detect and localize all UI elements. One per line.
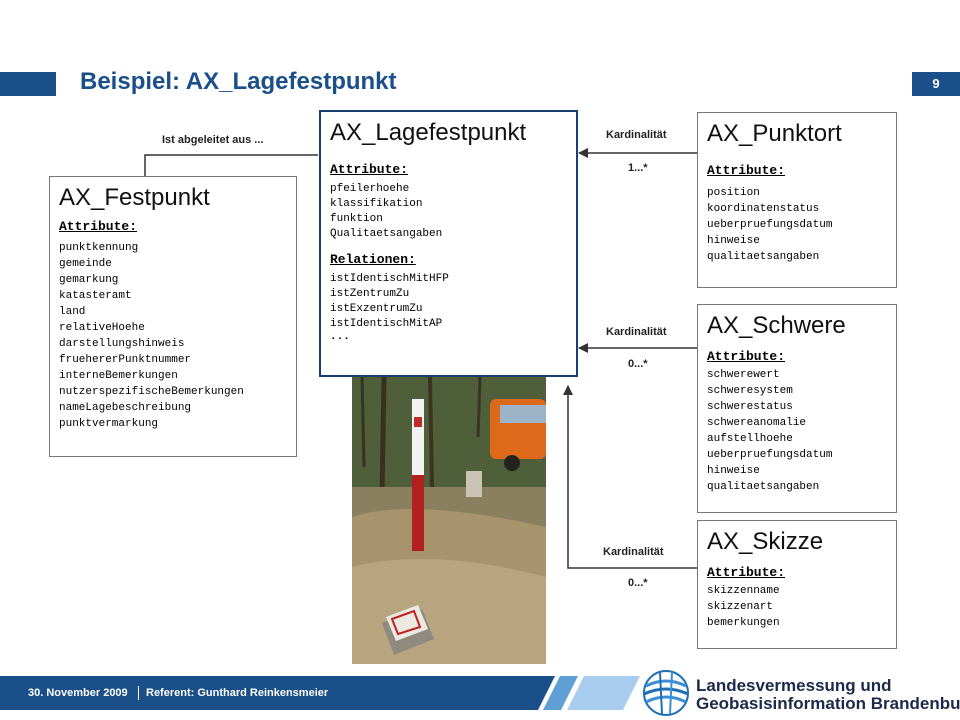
attribute-item: land bbox=[59, 306, 86, 318]
footer-date: 30. November 2009 bbox=[28, 687, 128, 699]
footer-band bbox=[0, 676, 640, 710]
footer-separator bbox=[138, 686, 139, 700]
relation-item: istIdentischMitHFP bbox=[330, 273, 449, 285]
punktort-class-box: AX_Punktort Attribute: position koordina… bbox=[697, 112, 897, 288]
relation-item: istIdentischMitAP bbox=[330, 318, 443, 330]
page-number: 9 bbox=[912, 72, 960, 96]
page-title: Beispiel: AX_Lagefestpunkt bbox=[80, 68, 397, 95]
attribute-item: Qualitaetsangaben bbox=[330, 228, 443, 240]
punktort-attribute-list: position koordinatenstatus ueberpruefung… bbox=[707, 185, 887, 265]
relation-item: istExzentrumZu bbox=[330, 303, 423, 315]
attribute-item: relativeHoehe bbox=[59, 322, 145, 334]
punktort-class-name: AX_Punktort bbox=[707, 120, 842, 147]
attribute-item: schwerestatus bbox=[707, 401, 793, 413]
schwere-cardinality-label: Kardinalität bbox=[606, 326, 667, 338]
festpunkt-class-box: AX_Festpunkt Attribute: punktkennung gem… bbox=[49, 176, 297, 457]
festpunkt-attribute-list: punktkennung gemeinde gemarkung kataster… bbox=[59, 240, 287, 432]
photo-illustration bbox=[352, 377, 546, 664]
attribute-item: bemerkungen bbox=[707, 617, 780, 629]
survey-point-photo bbox=[352, 377, 546, 664]
schwere-class-box: AX_Schwere Attribute: schwerewert schwer… bbox=[697, 304, 897, 513]
attribute-item: fruehererPunktnummer bbox=[59, 354, 192, 366]
schwere-cardinality-value: 0...* bbox=[628, 358, 648, 370]
festpunkt-attributes-heading: Attribute: bbox=[59, 219, 138, 234]
lagefestpunkt-class-name: AX_Lagefestpunkt bbox=[330, 119, 527, 146]
footer-referent: Referent: Gunthard Reinkensmeier bbox=[146, 687, 329, 699]
attribute-item: interneBemerkungen bbox=[59, 370, 178, 382]
attribute-item: nutzerspezifischeBemerkungen bbox=[59, 386, 244, 398]
organisation-name-line2: Geobasisinformation Brandenburg bbox=[696, 694, 960, 713]
attribute-item: schwerewert bbox=[707, 369, 780, 381]
organisation-name-line1: Landesvermessung und bbox=[696, 676, 892, 695]
skizze-class-box: AX_Skizze Attribute: skizzenname skizzen… bbox=[697, 520, 897, 649]
brandenburg-logo-icon bbox=[643, 670, 689, 716]
attribute-item: skizzenart bbox=[707, 601, 774, 613]
punktort-cardinality-label: Kardinalität bbox=[606, 129, 667, 141]
relation-item: istZentrumZu bbox=[330, 288, 410, 300]
attribute-item: position bbox=[707, 187, 760, 199]
attribute-item: hinweise bbox=[707, 465, 760, 477]
attribute-item: aufstellhoehe bbox=[707, 433, 793, 445]
skizze-class-name: AX_Skizze bbox=[707, 528, 824, 555]
lagefestpunkt-attributes-heading: Attribute: bbox=[330, 162, 409, 177]
attribute-item: koordinatenstatus bbox=[707, 203, 820, 215]
skizze-attributes-heading: Attribute: bbox=[707, 565, 786, 580]
attribute-item: pfeilerhoehe bbox=[330, 183, 410, 195]
relation-item: ... bbox=[330, 331, 350, 343]
derived-from-label: Ist abgeleitet aus ... bbox=[162, 134, 264, 146]
skizze-connector bbox=[563, 385, 697, 569]
attribute-item: qualitaetsangaben bbox=[707, 251, 820, 263]
derived-connector bbox=[144, 154, 318, 176]
attribute-item: ueberpruefungsdatum bbox=[707, 219, 833, 231]
punktort-cardinality-value: 1...* bbox=[628, 162, 648, 174]
attribute-item: gemeinde bbox=[59, 258, 112, 270]
skizze-cardinality-label: Kardinalität bbox=[603, 546, 664, 558]
attribute-item: katasteramt bbox=[59, 290, 132, 302]
punktort-attributes-heading: Attribute: bbox=[707, 163, 786, 178]
skizze-attribute-list: skizzenname skizzenart bemerkungen bbox=[707, 583, 887, 631]
attribute-item: punktvermarkung bbox=[59, 418, 159, 430]
lagefestpunkt-relations-heading: Relationen: bbox=[330, 252, 416, 267]
attribute-item: schweresystem bbox=[707, 385, 793, 397]
festpunkt-class-name: AX_Festpunkt bbox=[59, 184, 210, 211]
lagefestpunkt-class-box: AX_Lagefestpunkt Attribute: pfeilerhoehe… bbox=[319, 110, 578, 377]
attribute-item: funktion bbox=[330, 213, 383, 225]
attribute-item: schwereanomalie bbox=[707, 417, 807, 429]
attribute-item: klassifikation bbox=[330, 198, 423, 210]
lagefestpunkt-relation-list: istIdentischMitHFP istZentrumZu istExzen… bbox=[330, 272, 567, 343]
attribute-item: ueberpruefungsdatum bbox=[707, 449, 833, 461]
attribute-item: nameLagebeschreibung bbox=[59, 402, 192, 414]
attribute-item: skizzenname bbox=[707, 585, 780, 597]
attribute-item: gemarkung bbox=[59, 274, 119, 286]
lagefestpunkt-attribute-list: pfeilerhoehe klassifikation funktion Qua… bbox=[330, 182, 567, 242]
schwere-class-name: AX_Schwere bbox=[707, 312, 846, 339]
attribute-item: qualitaetsangaben bbox=[707, 481, 820, 493]
attribute-item: punktkennung bbox=[59, 242, 139, 254]
attribute-item: hinweise bbox=[707, 235, 760, 247]
header-accent-bar bbox=[0, 72, 56, 96]
schwere-attribute-list: schwerewert schweresystem schwerestatus … bbox=[707, 367, 887, 495]
skizze-cardinality-value: 0...* bbox=[628, 577, 648, 589]
attribute-item: darstellungshinweis bbox=[59, 338, 185, 350]
schwere-attributes-heading: Attribute: bbox=[707, 349, 786, 364]
